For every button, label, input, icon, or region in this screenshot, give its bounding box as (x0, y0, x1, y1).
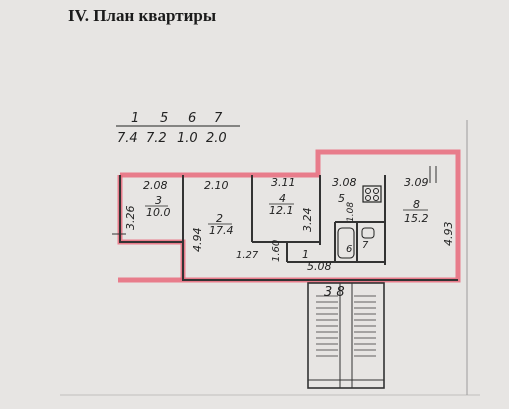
dim-3-24: 3.24 (301, 208, 314, 233)
dim-1-08: 1.08 (346, 202, 356, 222)
legend-area-7-4: 7.4 (117, 131, 138, 146)
room-4-number: 4 (279, 192, 286, 205)
dim-2-08: 2.08 (143, 179, 168, 192)
window-marks (112, 166, 437, 235)
dim-3-26: 3.26 (124, 206, 137, 231)
dimension-labels: 2.08 2.10 3.11 3.08 3.09 3.26 4.94 3.24 … (124, 176, 455, 273)
area-legend: 1 5 6 7 7.4 7.2 1.0 2.0 (116, 111, 240, 146)
dim-4-94: 4.94 (191, 228, 204, 253)
dim-3-11: 3.11 (271, 176, 296, 189)
room-3-number: 3 (155, 194, 162, 207)
staircase (307, 282, 385, 389)
stove-icon (362, 185, 382, 203)
room-7-number: 7 (362, 240, 369, 251)
dim-4-93: 4.93 (442, 222, 455, 247)
room-3-area: 10.0 (146, 206, 171, 219)
dim-1-60: 1.60 (271, 240, 282, 262)
sink-icon (361, 227, 375, 239)
room-8-area: 15.2 (404, 212, 429, 225)
room-labels: 3 10.0 2 17.4 4 12.1 5 8 15.2 1 6 7 (145, 192, 429, 261)
bathtub-icon (337, 227, 355, 259)
legend-area-7-2: 7.2 (146, 131, 167, 146)
room-8-number: 8 (413, 198, 420, 211)
dim-3-09: 3.09 (404, 176, 429, 189)
room-4-area: 12.1 (269, 204, 294, 217)
legend-room-5: 5 (160, 111, 168, 126)
room-5-number: 5 (338, 192, 345, 205)
room-2-number: 2 (216, 212, 223, 225)
legend-room-1: 1 (131, 111, 139, 126)
stairs-label: 3 8 (324, 285, 345, 300)
page-title: IV. План квартиры (68, 6, 217, 25)
dim-2-10: 2.10 (204, 179, 229, 192)
room-6-number: 6 (346, 244, 352, 255)
dim-3-08: 3.08 (332, 176, 357, 189)
dim-5-08: 5.08 (307, 260, 332, 273)
interior-walls (119, 175, 458, 281)
room-2-area: 17.4 (209, 224, 234, 237)
legend-room-6: 6 (188, 111, 196, 126)
legend-area-1-0: 1.0 (177, 131, 198, 146)
legend-area-2-0: 2.0 (206, 131, 227, 146)
legend-room-7: 7 (214, 111, 223, 126)
dim-1-27: 1.27 (236, 250, 259, 261)
room-1-number: 1 (302, 248, 309, 261)
